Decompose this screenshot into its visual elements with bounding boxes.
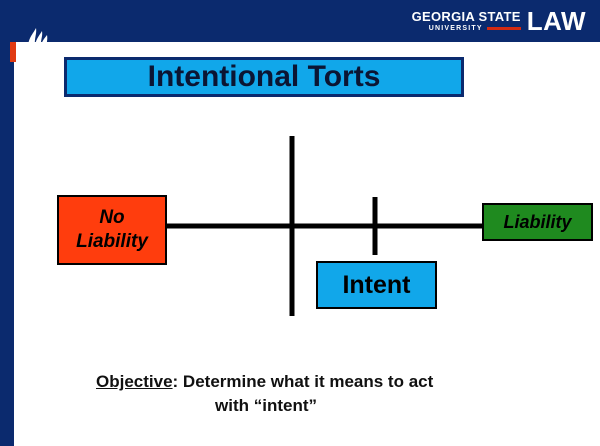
liability-box: Liability bbox=[482, 203, 593, 241]
logo-red-rule bbox=[486, 27, 521, 30]
title-box: Intentional Torts bbox=[64, 57, 464, 97]
objective-line1: : Determine what it means to act bbox=[172, 372, 434, 391]
logo-law: LAW bbox=[526, 6, 586, 36]
university-logo: GEORGIA STATE UNIVERSITY LAW bbox=[412, 8, 586, 34]
objective-text: Objective: Determine what it means to ac… bbox=[96, 370, 536, 418]
left-accent bbox=[10, 42, 16, 62]
objective-line2: with “intent” bbox=[215, 396, 317, 415]
logo-line-university: UNIVERSITY bbox=[428, 24, 483, 32]
left-band bbox=[0, 42, 14, 446]
intent-label: Intent bbox=[342, 270, 411, 299]
logo-line-georgia-state: GEORGIA STATE bbox=[411, 8, 521, 24]
no-liability-box: No Liability bbox=[57, 195, 167, 265]
no-liability-label-line2: Liability bbox=[76, 231, 148, 252]
no-liability-label-line1: No bbox=[99, 207, 125, 228]
gsu-flame-icon bbox=[28, 28, 48, 48]
objective-label: Objective bbox=[96, 372, 173, 391]
slide-title: Intentional Torts bbox=[147, 60, 381, 93]
logo-wordmark: GEORGIA STATE UNIVERSITY bbox=[411, 8, 521, 33]
header-band bbox=[0, 0, 600, 42]
liability-label: Liability bbox=[503, 211, 572, 232]
intent-box: Intent bbox=[316, 261, 437, 309]
